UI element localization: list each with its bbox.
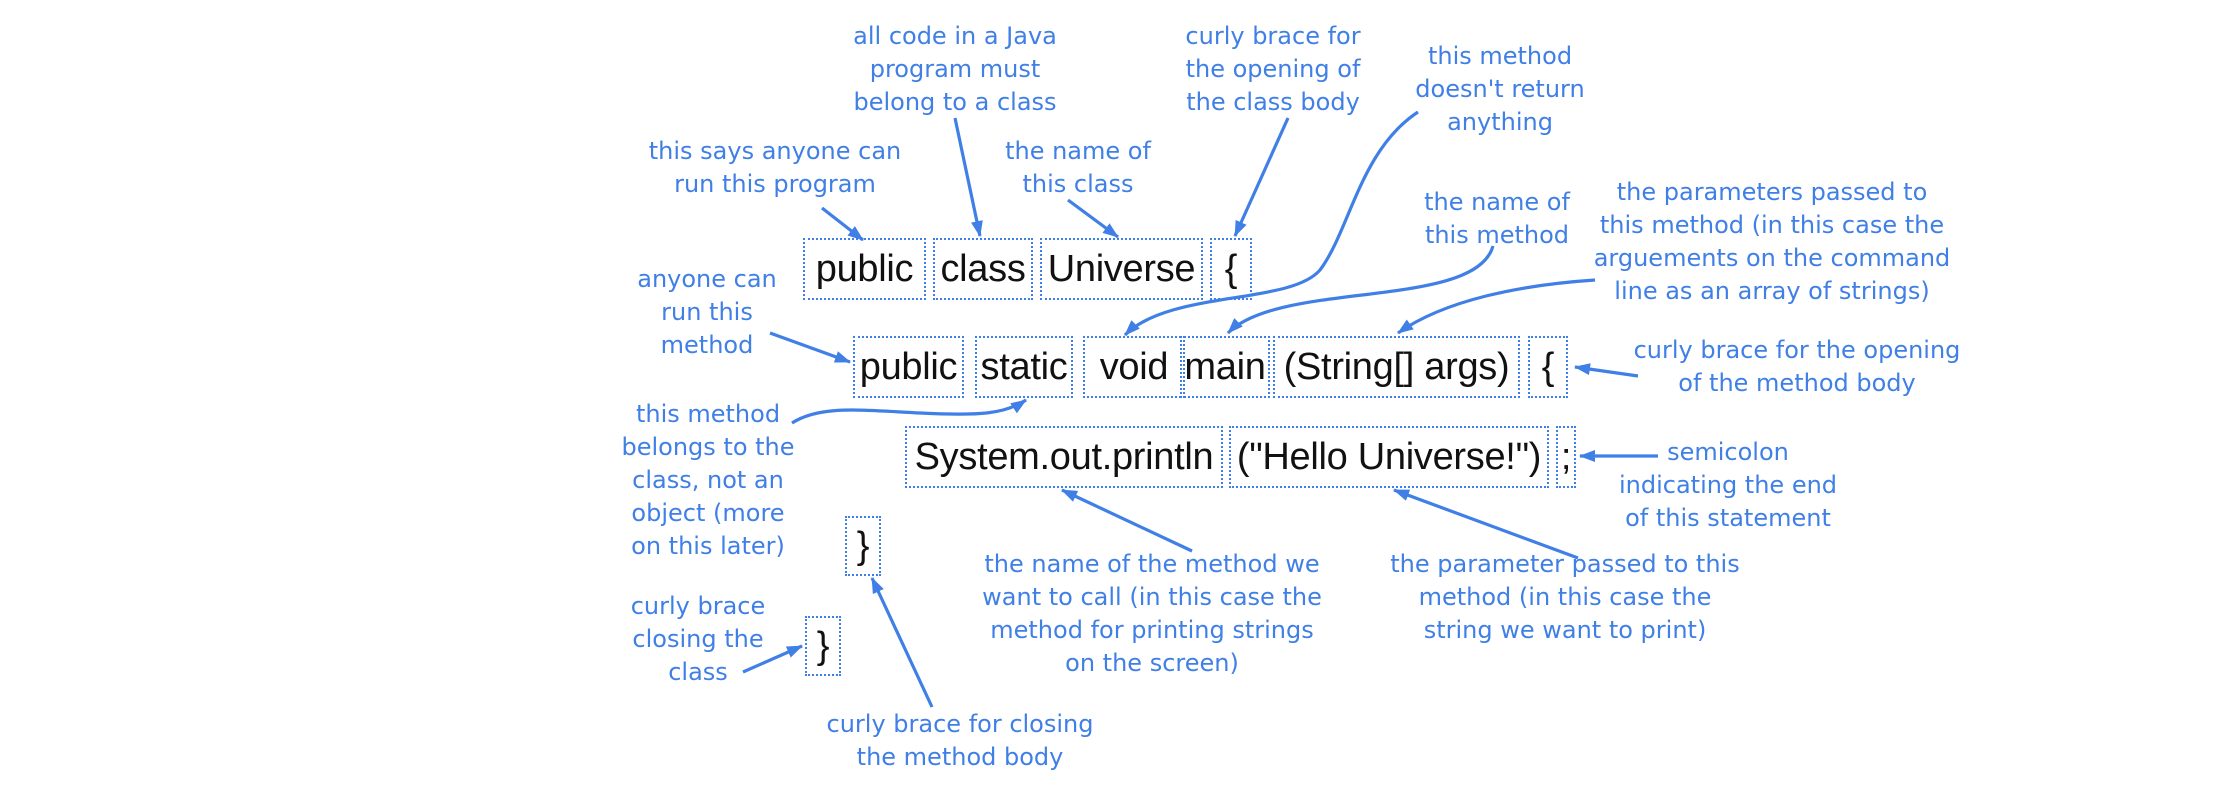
- note-call-name: the name of the method we want to call (…: [982, 550, 1322, 677]
- note-method-close: curly brace for closing the method body: [826, 710, 1094, 771]
- arrow-call-param: [1393, 488, 1579, 560]
- arrow-run-method: [769, 331, 851, 364]
- token-main-method-name: main: [1180, 336, 1270, 398]
- token-class-close-brace: }: [805, 616, 841, 676]
- arrow-params: [1397, 278, 1596, 335]
- token-println-argument: ("Hello Universe!"): [1229, 426, 1549, 488]
- note-no-return: this method doesn't return anything: [1415, 42, 1585, 136]
- note-method-open: curly brace for the opening of the metho…: [1633, 336, 1961, 397]
- token-static-keyword: static: [975, 336, 1073, 398]
- note-call-param: the parameter passed to this method (in …: [1390, 550, 1740, 644]
- note-params: the parameters passed to this method (in…: [1593, 178, 1951, 305]
- note-class-rule: all code in a Java program must belong t…: [853, 22, 1057, 116]
- arrow-no-return: [1123, 110, 1419, 337]
- token-println-method: System.out.println: [905, 426, 1223, 488]
- token-main-parameters: (String[] args): [1273, 336, 1520, 398]
- arrow-method-close: [870, 577, 934, 708]
- token-class-name: Universe: [1040, 238, 1203, 300]
- arrow-class-name: [1067, 198, 1119, 239]
- arrow-static: [791, 398, 1027, 425]
- note-class-name: the name of this class: [1005, 137, 1151, 198]
- note-run-program: this says anyone can run this program: [648, 137, 902, 198]
- arrow-run-program: [821, 206, 864, 242]
- note-class-open: curly brace for the opening of the class…: [1185, 22, 1361, 116]
- arrow-method-name: [1226, 245, 1495, 335]
- token-class-keyword: class: [933, 238, 1033, 300]
- token-method-close-brace: }: [845, 516, 881, 576]
- note-static: this method belongs to the class, not an…: [621, 400, 795, 560]
- token-method-open-brace: {: [1528, 336, 1568, 398]
- token-semicolon: ;: [1556, 426, 1576, 488]
- arrow-class-close: [742, 644, 803, 674]
- token-void-keyword: void: [1083, 336, 1185, 398]
- arrow-call-name: [1061, 488, 1193, 553]
- note-semicolon: semicolon indicating the end of this sta…: [1618, 438, 1838, 532]
- token-public-method-modifier: public: [853, 336, 964, 398]
- arrow-method-open: [1574, 363, 1639, 378]
- note-run-method: anyone can run this method: [637, 265, 777, 359]
- token-public-class-modifier: public: [803, 238, 926, 300]
- arrow-class-rule: [953, 117, 983, 237]
- note-method-name: the name of this method: [1424, 188, 1570, 249]
- arrow-class-open: [1233, 117, 1290, 237]
- note-class-close: curly brace closing the class: [630, 592, 766, 686]
